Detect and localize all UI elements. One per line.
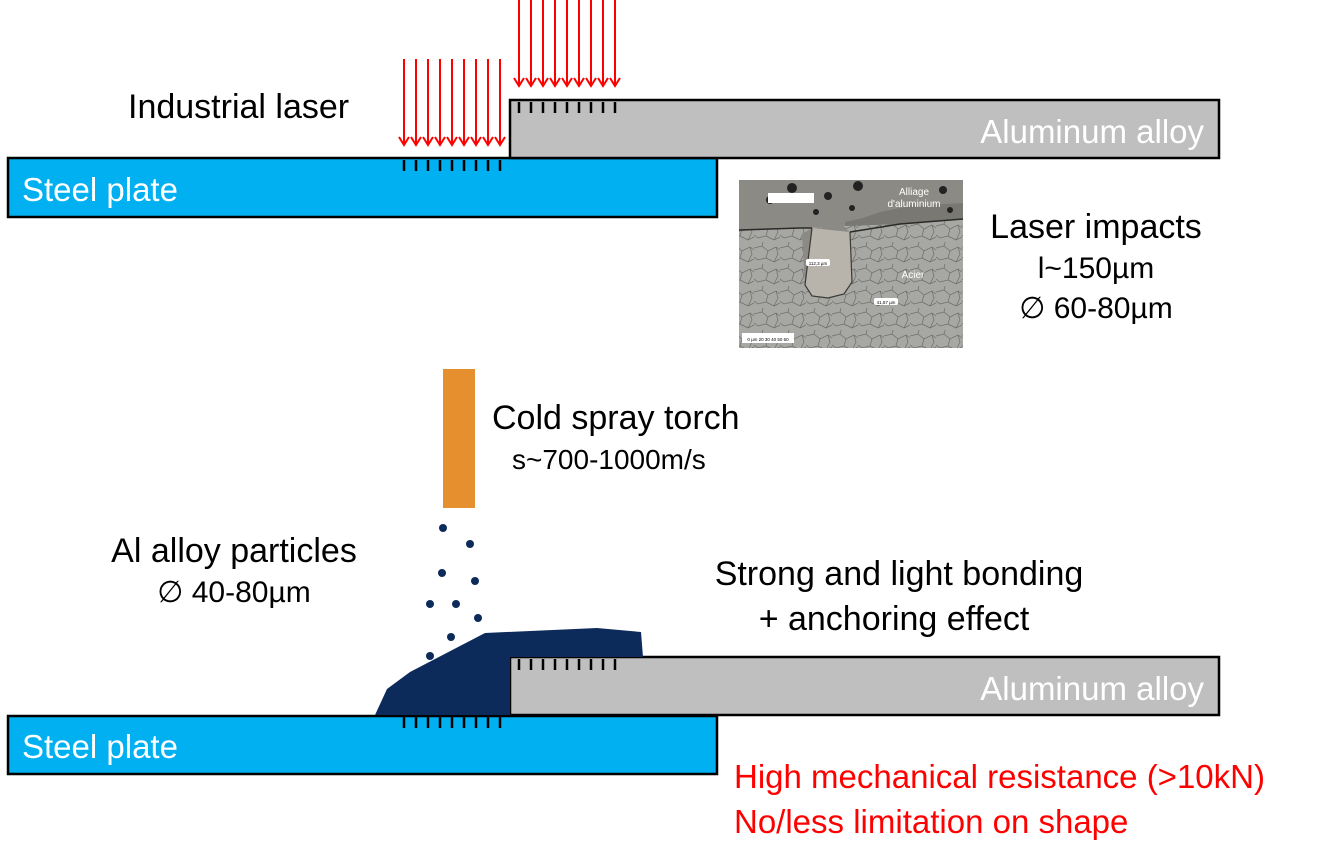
laser-impacts-caption: Laser impacts l~150µm ∅ 60-80µm	[990, 208, 1202, 325]
aluminum-plate-shape	[508, 98, 1221, 160]
al-particles	[426, 524, 482, 660]
laser-arrowhead	[549, 77, 561, 88]
particle	[474, 614, 482, 622]
particle	[438, 569, 446, 577]
top-section: Steel plate Aluminum alloy Industrial la…	[6, 0, 1221, 348]
laser-arrowhead	[422, 136, 434, 147]
aluminum-plate-label: Aluminum alloy	[980, 113, 1204, 150]
laser-impacts-steel	[402, 160, 502, 171]
bottom-section: Cold spray torch s~700-1000m/s Al alloy …	[6, 369, 1265, 840]
steel-plate-top: Steel plate	[6, 156, 719, 219]
result-line-1: High mechanical resistance (>10kN)	[734, 758, 1265, 795]
laser-impacts-length: l~150µm	[1038, 252, 1155, 285]
micrograph-image: Alliage d'aluminium Acier 112,3 µm 41,57…	[738, 180, 964, 348]
micrograph-label-aluminum-1: Alliage	[899, 187, 929, 198]
aluminum-plate-shape	[508, 655, 1221, 717]
aluminum-plate-label: Aluminum alloy	[980, 670, 1204, 707]
svg-text:112,3 µm: 112,3 µm	[809, 261, 828, 266]
laser-arrowhead	[470, 136, 482, 147]
micrograph-label-steel: Acier	[902, 270, 925, 281]
steel-plate-shape	[6, 714, 719, 776]
particles-diameter: ∅ 40-80µm	[157, 576, 310, 609]
laser-beams-aluminum	[513, 0, 621, 88]
laser-arrowhead	[513, 77, 525, 88]
laser-impacts-title: Laser impacts	[990, 208, 1202, 246]
particle	[439, 524, 447, 532]
particle	[471, 577, 479, 585]
cold-spray-torch	[443, 369, 475, 508]
micrograph-width-tag	[874, 298, 898, 305]
laser-impacts-aluminum	[517, 102, 617, 113]
micrograph-scale-bar	[742, 333, 794, 343]
torch-speed: s~700-1000m/s	[512, 444, 706, 475]
steel-plate-bottom: Steel plate	[6, 714, 719, 776]
bonding-line-1: Strong and light bonding	[715, 555, 1084, 593]
laser-arrowhead	[446, 136, 458, 147]
laser-arrowhead	[561, 77, 573, 88]
laser-beams-steel	[398, 59, 506, 147]
particle	[447, 633, 455, 641]
steel-plate-label: Steel plate	[22, 171, 178, 208]
laser-arrowhead	[494, 136, 506, 147]
laser-arrowhead	[585, 77, 597, 88]
micrograph-label-aluminum-2: d'aluminium	[887, 199, 940, 210]
industrial-laser-label: Industrial laser	[128, 88, 349, 126]
laser-arrowhead	[482, 136, 494, 147]
svg-text:0 µm 20 30 40 50 60: 0 µm 20 30 40 50 60	[747, 337, 789, 342]
micrograph-depth-tag	[806, 259, 830, 266]
torch-title: Cold spray torch	[492, 399, 740, 437]
laser-arrowhead	[434, 136, 446, 147]
particle	[452, 600, 460, 608]
laser-arrowhead	[398, 136, 410, 147]
laser-arrowhead	[525, 77, 537, 88]
laser-impacts-aluminum	[517, 659, 617, 670]
particles-title: Al alloy particles	[111, 532, 357, 570]
laser-arrowhead	[458, 136, 470, 147]
laser-arrowhead	[597, 77, 609, 88]
micrograph-sample-tag	[768, 193, 814, 203]
particle	[426, 652, 434, 660]
laser-impacts-steel	[402, 717, 502, 728]
svg-text:41,57 µm: 41,57 µm	[877, 300, 896, 305]
bonding-line-2: + anchoring effect	[759, 600, 1030, 638]
cold-spray-deposit	[375, 628, 643, 715]
laser-arrowhead	[537, 77, 549, 88]
laser-arrowhead	[410, 136, 422, 147]
steel-plate-shape	[6, 156, 719, 219]
result-line-2: No/less limitation on shape	[734, 803, 1128, 840]
aluminum-plate-bottom: Aluminum alloy	[508, 655, 1221, 717]
aluminum-plate-top: Aluminum alloy	[508, 98, 1221, 160]
steel-plate-label: Steel plate	[22, 728, 178, 765]
laser-arrowhead	[609, 77, 621, 88]
particle	[426, 600, 434, 608]
laser-impacts-diameter: ∅ 60-80µm	[1019, 292, 1172, 325]
particle	[466, 540, 474, 548]
laser-arrowhead	[573, 77, 585, 88]
